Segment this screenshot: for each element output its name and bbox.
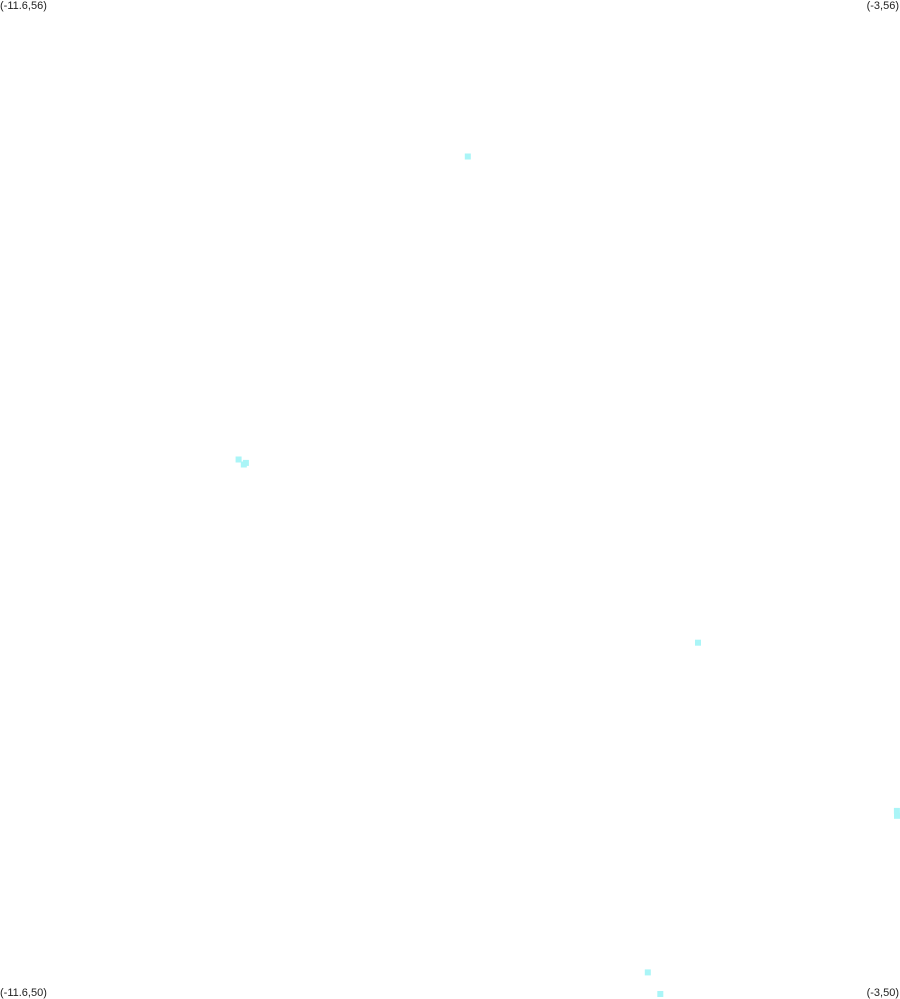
map-point <box>695 639 701 646</box>
map-point <box>242 459 249 466</box>
points-layer <box>235 153 900 997</box>
map-point <box>657 991 664 997</box>
map-point <box>893 807 900 814</box>
map-point <box>464 153 471 160</box>
corner-label-top-right: (-3,56) <box>866 0 899 12</box>
map-point <box>644 969 651 976</box>
corner-label-bottom-right: (-3,50) <box>866 987 899 999</box>
corner-label-bottom-left: (-11.6,50) <box>0 987 47 999</box>
map-point <box>235 456 242 463</box>
map-point <box>894 812 900 819</box>
corner-label-top-left: (-11.6,56) <box>0 0 47 12</box>
